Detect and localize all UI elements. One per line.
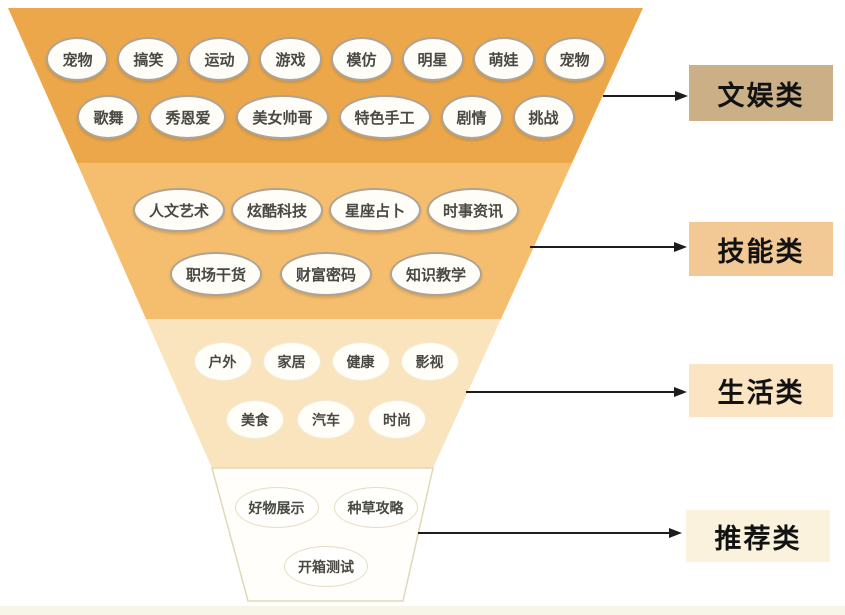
arrow-right-icon — [674, 387, 687, 397]
category-bubble: 炫酷科技 — [230, 188, 323, 232]
tier1-row2: 歌舞秀恩爱美女帅哥特色手工剧情挑战 — [0, 95, 652, 139]
arrow-connector-recommendation — [418, 528, 682, 538]
category-label-recommendation: 推荐类 — [686, 510, 830, 562]
category-bubble: 时事资讯 — [427, 188, 520, 232]
category-bubble: 特色手工 — [338, 95, 431, 139]
category-bubble: 健康 — [331, 342, 390, 381]
base-strip — [0, 606, 845, 615]
category-bubble: 游戏 — [259, 37, 322, 81]
category-bubble: 美女帅哥 — [236, 95, 329, 139]
tier2-row1: 人文艺术炫酷科技星座占卜时事资讯 — [0, 188, 652, 232]
category-bubble: 影视 — [400, 342, 459, 381]
funnel-tier-entertainment — [8, 8, 643, 163]
category-bubble: 汽车 — [297, 400, 355, 439]
tier4-row2: 开箱测试 — [0, 546, 652, 587]
arrow-connector-skills — [530, 242, 687, 252]
arrow-connector-entertainment — [603, 91, 688, 101]
category-label-entertainment: 文娱类 — [689, 65, 833, 121]
category-bubble: 职场干货 — [169, 252, 262, 296]
category-bubble: 宠物 — [46, 37, 109, 81]
category-bubble: 好物展示 — [234, 487, 319, 528]
category-bubble: 剧情 — [440, 95, 503, 139]
category-bubble: 歌舞 — [77, 95, 140, 139]
category-bubble: 种草攻略 — [333, 487, 418, 528]
category-bubble: 宠物 — [543, 37, 606, 81]
tier1-row1: 宠物搞笑运动游戏模仿明星萌娃宠物 — [0, 37, 652, 81]
category-bubble: 萌娃 — [472, 37, 535, 81]
category-bubble: 搞笑 — [117, 37, 180, 81]
category-bubble: 模仿 — [330, 37, 393, 81]
category-bubble: 美食 — [226, 400, 284, 439]
category-label-skills: 技能类 — [689, 222, 833, 276]
category-bubble: 秀恩爱 — [149, 95, 227, 139]
category-bubble: 时尚 — [368, 400, 426, 439]
category-bubble: 知识教学 — [390, 252, 483, 296]
category-bubble: 运动 — [188, 37, 251, 81]
category-bubble: 家居 — [262, 342, 321, 381]
category-label-lifestyle: 生活类 — [689, 364, 833, 417]
category-bubble: 户外 — [193, 342, 252, 381]
arrow-right-icon — [674, 242, 687, 252]
tier4-row1: 好物展示种草攻略 — [0, 487, 652, 528]
category-bubble: 挑战 — [512, 95, 575, 139]
arrow-right-icon — [669, 528, 682, 538]
arrow-connector-lifestyle — [466, 387, 687, 397]
tier3-row1: 户外家居健康影视 — [0, 342, 652, 381]
category-bubble: 明星 — [401, 37, 464, 81]
category-bubble: 财富密码 — [279, 252, 372, 296]
tier3-row2: 美食汽车时尚 — [0, 400, 652, 439]
arrow-right-icon — [675, 91, 688, 101]
tier2-row2: 职场干货财富密码知识教学 — [0, 252, 652, 296]
category-bubble: 开箱测试 — [284, 546, 368, 587]
category-bubble: 星座占卜 — [329, 188, 422, 232]
category-bubble: 人文艺术 — [132, 188, 225, 232]
